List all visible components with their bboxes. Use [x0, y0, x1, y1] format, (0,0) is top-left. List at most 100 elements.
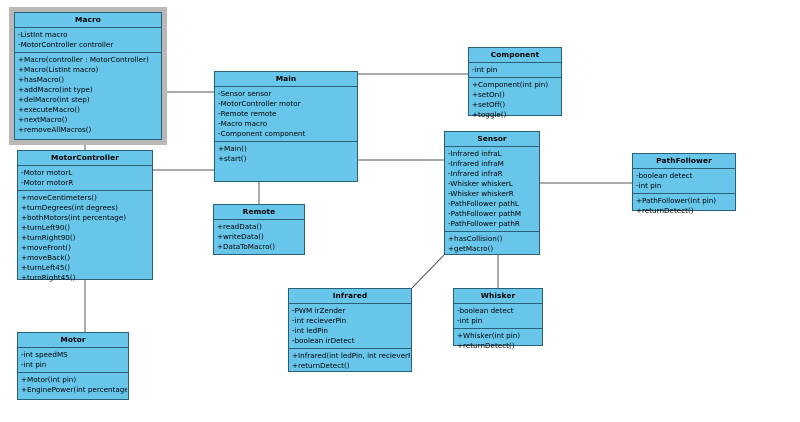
- method: +turnRight90(): [21, 232, 76, 242]
- attributes-section-macro: -ListInt macro-MotorController controlle…: [15, 28, 161, 54]
- method: +Motor(int pin): [21, 375, 77, 385]
- uml-class-remote[interactable]: Remote+readData()+writeData()+DataToMacr…: [213, 204, 305, 255]
- attributes-section-whisker: -boolean detect-int pin: [454, 304, 542, 330]
- method: +Whisker(int pin): [457, 331, 521, 341]
- method: +executeMacro(): [18, 104, 80, 114]
- class-name-motor: Motor: [18, 333, 128, 349]
- method: +turnLeft45(): [21, 262, 71, 272]
- class-name-pathfollower: PathFollower: [633, 154, 735, 170]
- attribute: -int ledPin: [292, 326, 328, 336]
- method: +returnDetect(): [292, 360, 350, 370]
- methods-section-infrared: +Infrared(int ledPin, int recieverPin)+r…: [289, 349, 411, 373]
- method: +turnDegrees(int degrees): [21, 203, 118, 213]
- attributes-section-pathfollower: -boolean detect-int pin: [633, 169, 735, 195]
- method: +Component(int pin): [472, 80, 549, 90]
- attribute: -Infrared infraR: [448, 169, 503, 179]
- method: +nextMacro(): [18, 114, 68, 124]
- class-name-whisker: Whisker: [454, 289, 542, 305]
- methods-section-sensor: +hasCollision()+getMacro(): [445, 232, 539, 256]
- attribute: -Macro macro: [218, 119, 268, 129]
- methods-section-remote: +readData()+writeData()+DataToMacro(): [214, 220, 304, 254]
- method: +removeAllMacros(): [18, 124, 92, 134]
- attribute: -PathFollower pathR: [448, 218, 520, 228]
- connector-sensor-infrared: [411, 254, 445, 289]
- method: +delMacro(int step): [18, 94, 90, 104]
- class-name-sensor: Sensor: [445, 132, 539, 148]
- class-name-motorcontroller: MotorController: [18, 151, 152, 167]
- attribute: -PWM irZender: [292, 306, 346, 316]
- attributes-section-main: -Sensor sensor-MotorController motor-Rem…: [215, 87, 357, 142]
- attribute: -Sensor sensor: [218, 89, 272, 99]
- method: +readData(): [217, 222, 262, 232]
- attribute: -boolean irDetect: [292, 336, 355, 346]
- methods-section-component: +Component(int pin)+setOn()+setOff()+tog…: [469, 78, 561, 122]
- uml-class-motorcontroller[interactable]: MotorController-Motor motorL-Motor motor…: [17, 150, 153, 282]
- methods-section-motorcontroller: +moveCentimeters()+turnDegrees(int degre…: [18, 191, 152, 284]
- method: +turnRight45(): [21, 272, 76, 282]
- method: +hasCollision(): [448, 233, 503, 243]
- method: +Macro(controller : MotorController): [18, 55, 149, 65]
- method: +moveFront(): [21, 242, 71, 252]
- attribute: -Component component: [218, 128, 306, 138]
- uml-class-motor[interactable]: Motor-int speedMS-int pin+Motor(int pin)…: [17, 332, 129, 400]
- attribute: -ListInt macro: [18, 30, 68, 40]
- method: +EnginePower(int percentage): [21, 385, 127, 395]
- uml-class-whisker[interactable]: Whisker-boolean detect-int pin+Whisker(i…: [453, 288, 543, 350]
- method: +setOn(): [472, 90, 505, 100]
- attribute: -boolean detect: [636, 171, 693, 181]
- method: +DataToMacro(): [217, 242, 276, 252]
- method: +writeData(): [217, 232, 264, 242]
- attribute: -Whisker whiskerR: [448, 188, 514, 198]
- attribute: -int pin: [472, 65, 498, 75]
- method: +returnDetect(): [457, 341, 515, 351]
- class-name-macro: Macro: [15, 13, 161, 29]
- attribute: -PathFollower pathL: [448, 198, 519, 208]
- method: +bothMotors(int percentage): [21, 212, 127, 222]
- method: +moveBack(): [21, 252, 71, 262]
- method: +toggle(): [472, 109, 507, 119]
- attribute: -int pin: [636, 181, 662, 191]
- uml-class-main[interactable]: Main-Sensor sensor-MotorController motor…: [214, 71, 358, 182]
- methods-section-macro: +Macro(controller : MotorController)+Mac…: [15, 53, 161, 137]
- attributes-section-motor: -int speedMS-int pin: [18, 348, 128, 374]
- attribute: -Motor motorL: [21, 168, 73, 178]
- attribute: -int pin: [21, 360, 47, 370]
- attribute: -int recieverPin: [292, 316, 347, 326]
- uml-class-macro[interactable]: Macro-ListInt macro-MotorController cont…: [10, 8, 166, 144]
- method: +Infrared(int ledPin, int recieverPin): [292, 350, 410, 360]
- method: +start(): [218, 153, 247, 163]
- methods-section-whisker: +Whisker(int pin)+returnDetect(): [454, 329, 542, 353]
- method: +PathFollower(int pin): [636, 196, 717, 206]
- attributes-section-infrared: -PWM irZender-int recieverPin-int ledPin…: [289, 304, 411, 349]
- method: +Macro(ListInt macro): [18, 65, 99, 75]
- attribute: -boolean detect: [457, 306, 514, 316]
- uml-class-pathfollower[interactable]: PathFollower-boolean detect-int pin+Path…: [632, 153, 736, 215]
- method: +hasMacro(): [18, 74, 65, 84]
- attribute: -int speedMS: [21, 350, 68, 360]
- class-name-main: Main: [215, 72, 357, 88]
- attribute: -MotorController motor: [218, 99, 301, 109]
- attributes-section-motorcontroller: -Motor motorL-Motor motorR: [18, 166, 152, 192]
- class-name-infrared: Infrared: [289, 289, 411, 305]
- attribute: -PathFollower pathM: [448, 208, 522, 218]
- attributes-section-sensor: -Infrared infraL-Infrared infraM-Infrare…: [445, 147, 539, 232]
- class-name-component: Component: [469, 48, 561, 64]
- uml-class-sensor[interactable]: Sensor-Infrared infraL-Infrared infraM-I…: [444, 131, 540, 255]
- method: +setOff(): [472, 100, 506, 110]
- method: +moveCentimeters(): [21, 193, 97, 203]
- attribute: -MotorController controller: [18, 40, 114, 50]
- method: +returnDetect(): [636, 206, 694, 216]
- method: +Main(): [218, 143, 247, 153]
- method: +turnLeft90(): [21, 222, 71, 232]
- uml-class-component[interactable]: Component-int pin+Component(int pin)+set…: [468, 47, 562, 119]
- attribute: -Remote remote: [218, 109, 277, 119]
- uml-class-infrared[interactable]: Infrared-PWM irZender-int recieverPin-in…: [288, 288, 412, 372]
- methods-section-motor: +Motor(int pin)+EnginePower(int percenta…: [18, 373, 128, 397]
- method: +getMacro(): [448, 243, 494, 253]
- attribute: -Whisker whiskerL: [448, 179, 513, 189]
- class-name-remote: Remote: [214, 205, 304, 221]
- attribute: -Infrared infraL: [448, 149, 502, 159]
- attribute: -int pin: [457, 316, 483, 326]
- attributes-section-component: -int pin: [469, 63, 561, 79]
